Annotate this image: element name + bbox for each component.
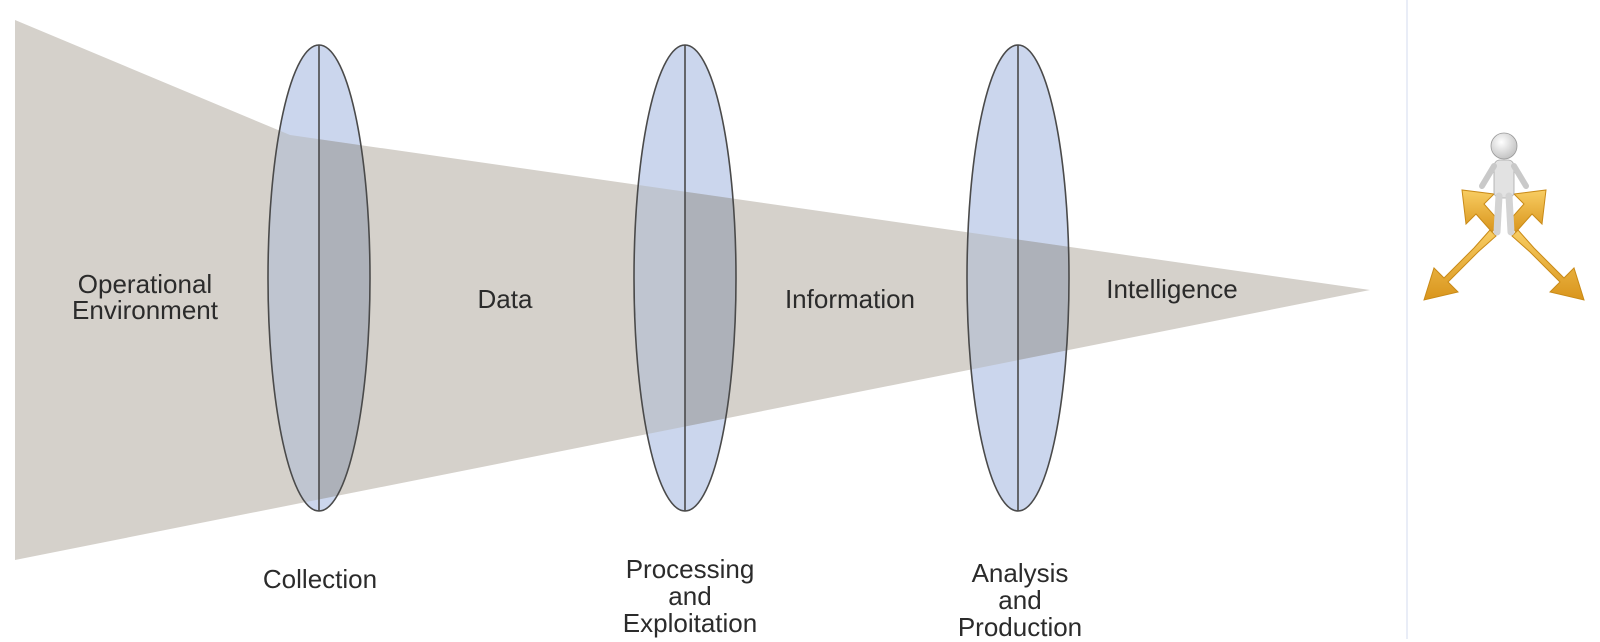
operational-environment-label: Operational Environment xyxy=(72,269,218,325)
lens-analysis-production xyxy=(966,44,1070,512)
section-divider xyxy=(1406,0,1408,639)
intelligence-label: Intelligence xyxy=(1106,274,1238,304)
person-on-arrows-icon xyxy=(1423,132,1585,301)
lens-processing-exploitation xyxy=(633,44,737,512)
lens-collection xyxy=(267,44,371,512)
collection-label: Collection xyxy=(262,564,378,594)
data-label: Data xyxy=(477,284,533,314)
information-label: Information xyxy=(784,284,916,314)
processing-exploitation-label: Processing and Exploitation xyxy=(622,554,758,638)
analysis-production-label: Analysis and Production xyxy=(957,558,1083,642)
